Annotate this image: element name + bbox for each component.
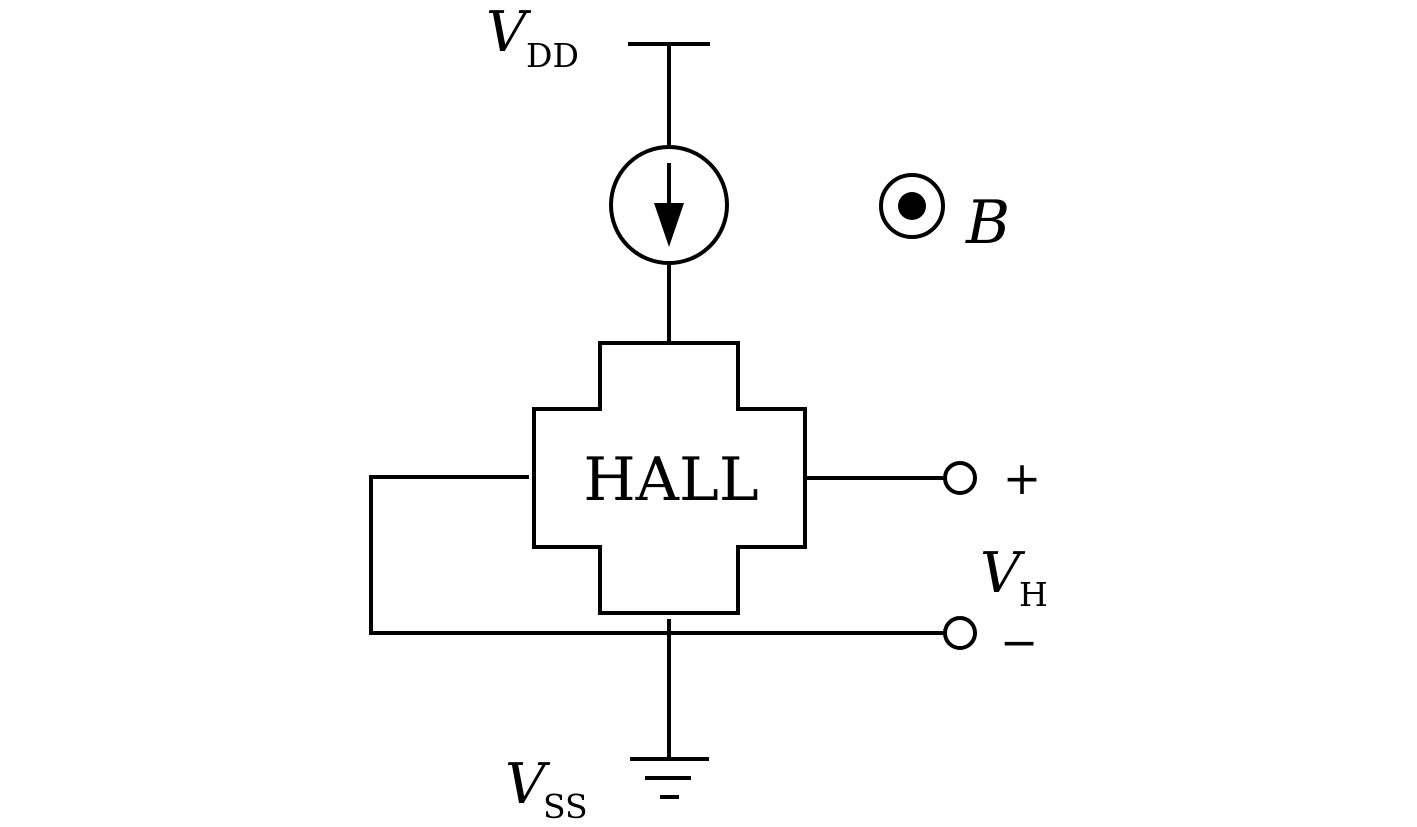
- field-label: B: [965, 188, 1010, 258]
- current-arrow-head: [654, 203, 684, 247]
- vss-subscript: SS: [543, 787, 588, 826]
- vh-label: V H: [980, 541, 1048, 614]
- plus-sign: +: [1003, 451, 1042, 505]
- vh-symbol: V: [980, 541, 1026, 606]
- hall-element-label: HALL: [583, 445, 758, 515]
- ground-icon: [630, 757, 709, 799]
- field-indicator-ring: [879, 173, 945, 239]
- current-source-icon: [609, 145, 729, 265]
- vdd-label: V DD: [486, 0, 579, 75]
- vss-symbol: V: [505, 752, 551, 817]
- vss-label: V SS: [505, 752, 588, 826]
- field-indicator-dot: [898, 192, 926, 220]
- vdd-symbol: V: [486, 0, 532, 65]
- wire-hall-to-minus-terminal: [369, 475, 945, 635]
- magnetic-field-out-of-page-icon: [879, 173, 945, 239]
- vh-subscript: H: [1019, 575, 1048, 614]
- hall-element-outline: [532, 341, 807, 615]
- terminal-minus-icon: [943, 616, 977, 650]
- terminal-plus-icon: [943, 461, 977, 495]
- vdd-subscript: DD: [526, 36, 579, 75]
- minus-sign: −: [1000, 615, 1039, 669]
